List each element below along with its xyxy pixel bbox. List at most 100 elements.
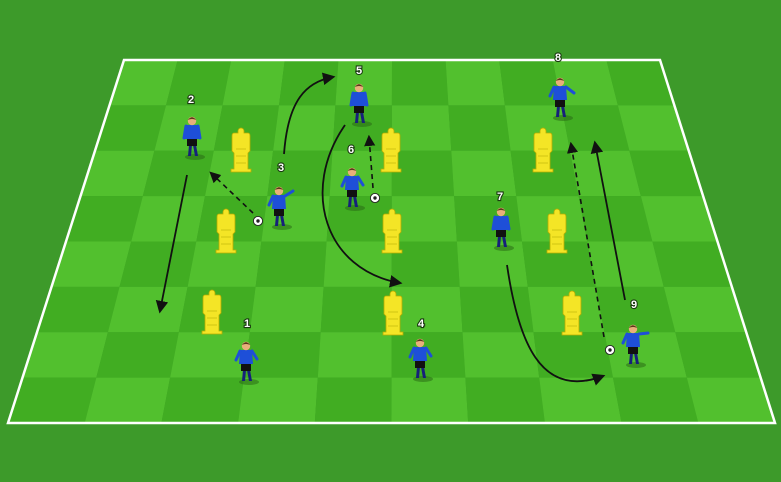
player-number-label: 5 (356, 65, 362, 77)
player-arm (283, 189, 295, 198)
player-shirt (239, 350, 253, 364)
grass-stripe (675, 332, 761, 378)
grass-stripe (95, 105, 166, 151)
player-shorts (187, 138, 197, 146)
grass-stripe (119, 241, 197, 287)
mannequin-icon (381, 208, 403, 254)
player-arm (356, 175, 365, 187)
player-number-label: 8 (555, 52, 561, 64)
mannequin-icon (546, 208, 568, 254)
grass-stripe (8, 377, 97, 423)
player-7: 7 (491, 190, 514, 251)
mannequin-icon (380, 127, 402, 173)
pass-arrow-9 (566, 141, 605, 338)
player-arm (564, 85, 576, 95)
grass-stripe (578, 196, 653, 242)
grass-stripe (391, 150, 455, 197)
grass-stripe (314, 377, 392, 423)
mannequin-icon (532, 127, 554, 173)
player-shirt (494, 216, 508, 230)
grass-stripe (448, 105, 511, 151)
grass-stripe (539, 377, 622, 423)
grass-stripe (261, 196, 330, 242)
player-shorts (555, 99, 565, 107)
grass-stripe (335, 60, 392, 106)
grass-stripes (8, 60, 775, 423)
grass-stripe (522, 241, 596, 287)
grass-stripe (329, 150, 392, 197)
player-shorts (274, 208, 284, 216)
grass-stripe (142, 150, 214, 197)
player-hair (496, 208, 506, 211)
grass-stripe (587, 241, 664, 287)
mannequin-icon (201, 289, 223, 335)
grass-stripe (66, 196, 143, 242)
grass-stripe (533, 332, 613, 378)
player-arm (234, 349, 242, 362)
grass-stripe (640, 196, 718, 242)
grass-stripe (326, 196, 392, 242)
grass-stripe (465, 377, 545, 423)
grass-stripe (391, 60, 449, 106)
grass-stripe (243, 332, 321, 378)
player-legs (416, 367, 426, 378)
grass-stripe (663, 286, 747, 333)
player-shorts (628, 346, 638, 354)
grass-stripe (249, 286, 324, 333)
grass-stripe (131, 196, 205, 242)
player-6: 6 (340, 143, 365, 211)
player-group: 1 2 3 (182, 51, 650, 385)
player-number-label: 7 (497, 191, 503, 203)
player-shirt (272, 195, 286, 209)
grass-stripe (629, 150, 704, 197)
grass-stripe (22, 332, 108, 378)
mannequin-icon (215, 208, 237, 254)
player-4: 4 (408, 317, 433, 382)
player-shorts (496, 229, 506, 237)
grass-stripe (570, 150, 641, 197)
grass-stripe (107, 286, 188, 333)
player-number-label: 9 (631, 299, 637, 311)
grass-stripe (187, 241, 262, 287)
grass-stripe (606, 60, 675, 106)
grass-stripe (391, 286, 463, 333)
ball-icon (604, 344, 616, 356)
player-arm (637, 331, 650, 336)
grass-stripe (267, 150, 333, 197)
player-arm (491, 215, 497, 231)
player-legs (497, 236, 507, 247)
grass-stripe (222, 60, 285, 106)
run-arrow-9 (590, 140, 626, 301)
player-arm (548, 85, 556, 98)
player-number-label: 3 (278, 162, 284, 174)
grass-stripe (84, 377, 171, 423)
pitch-boundary-line (6, 58, 777, 425)
grass-stripe (51, 241, 132, 287)
grass-stripe (205, 150, 274, 197)
player-hair (241, 342, 251, 345)
grass-stripe (617, 105, 689, 151)
grass-stripe (109, 60, 178, 106)
grass-stripe (510, 150, 579, 197)
grass-stripe (213, 105, 279, 151)
player-shorts (241, 363, 251, 371)
player-legs (242, 370, 252, 381)
player-hair (415, 339, 425, 342)
grass-stripe (320, 286, 392, 333)
player-arm (363, 91, 369, 107)
ball-icon (369, 192, 381, 204)
grass-stripe (391, 105, 452, 151)
mannequin-group (201, 127, 583, 336)
player-number-label: 2 (188, 94, 194, 106)
player-number-label: 6 (348, 144, 354, 156)
grass-stripe (561, 105, 630, 151)
grass-stripe (391, 332, 466, 378)
grass-stripe (652, 241, 732, 287)
player-hair (274, 187, 284, 190)
grass-stripe (462, 332, 540, 378)
player-hair (555, 78, 565, 81)
grass-stripe (445, 60, 505, 106)
player-shorts (354, 105, 364, 113)
player-number-label: 4 (418, 318, 425, 330)
